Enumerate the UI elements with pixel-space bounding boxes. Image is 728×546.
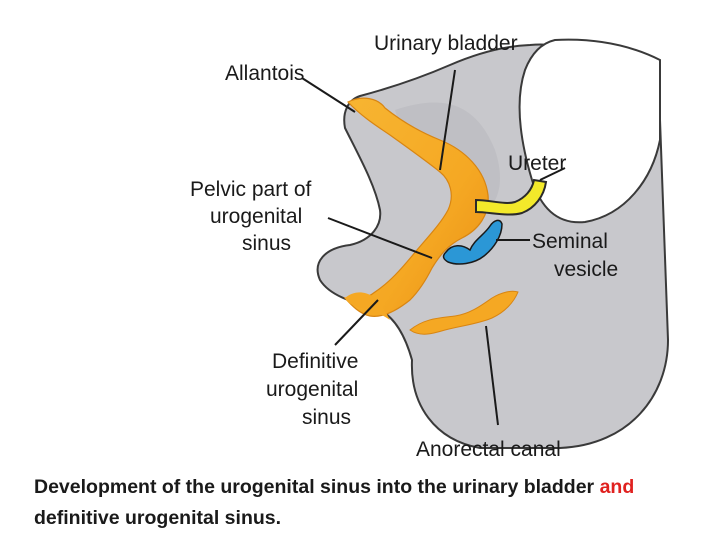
label-pelvic-part-line3: sinus bbox=[242, 232, 291, 255]
leader-urinary-bladder bbox=[439, 69, 456, 171]
caption-highlight: and bbox=[599, 476, 635, 498]
caption-part-2: definitive urogenital sinus. bbox=[34, 507, 282, 529]
caption: Development of the urogenital sinus into… bbox=[34, 472, 714, 534]
label-pelvic-part-line1: Pelvic part of bbox=[190, 178, 312, 201]
label-seminal-vesicle-line2: vesicle bbox=[554, 258, 618, 281]
label-seminal-vesicle-line1: Seminal bbox=[532, 230, 608, 253]
sinus-and-bladder bbox=[343, 97, 489, 317]
leader-pelvic-part bbox=[327, 217, 433, 259]
label-ureter: Ureter bbox=[508, 152, 566, 175]
cavity bbox=[518, 38, 661, 224]
leader-anorectal-canal bbox=[485, 325, 499, 426]
leader-ureter bbox=[539, 167, 566, 181]
ureter-shape bbox=[475, 178, 548, 216]
seminal-vesicle-shape bbox=[442, 219, 503, 265]
label-definitive-line2: urogenital bbox=[266, 378, 358, 401]
label-pelvic-part-line2: urogenital bbox=[210, 205, 302, 228]
anorectal-canal-shape bbox=[409, 290, 519, 335]
definitive-sinus-shape bbox=[345, 292, 390, 320]
label-anorectal-canal: Anorectal canal bbox=[416, 438, 561, 461]
caption-part-1: Development of the urogenital sinus into… bbox=[34, 476, 600, 498]
label-definitive-line1: Definitive bbox=[272, 350, 358, 373]
leader-definitive-sinus bbox=[334, 299, 379, 346]
label-allantois: Allantois bbox=[225, 62, 304, 85]
label-urinary-bladder: Urinary bladder bbox=[374, 32, 518, 55]
leader-allantois bbox=[301, 77, 356, 113]
label-definitive-line3: sinus bbox=[302, 406, 351, 429]
